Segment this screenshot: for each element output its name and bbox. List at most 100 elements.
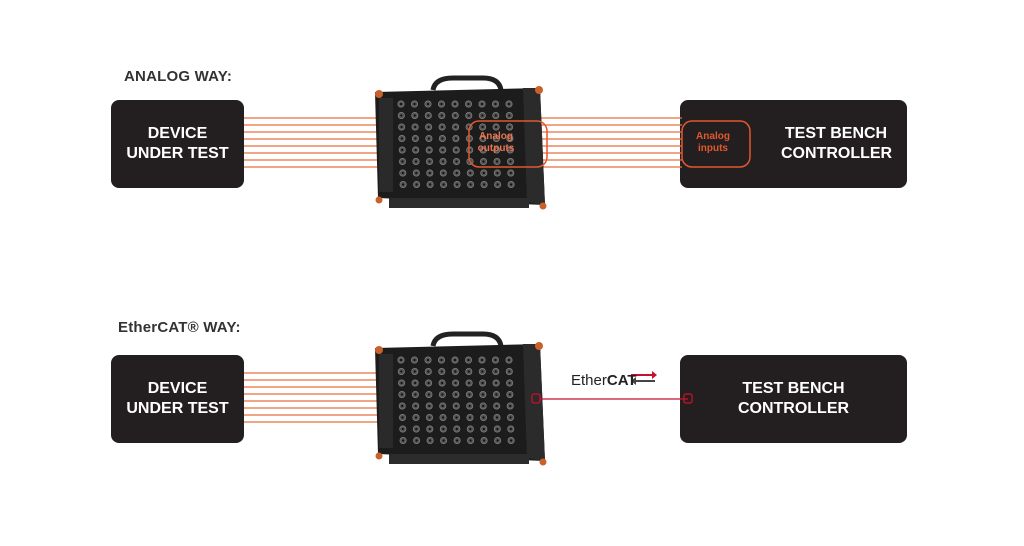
device-connector-pin	[413, 370, 416, 373]
device-connector-pin	[469, 171, 472, 175]
ethercat-port-device	[531, 393, 541, 404]
device-connector-pin	[429, 439, 432, 442]
device-connector-pin	[428, 160, 431, 163]
device-connector-pin	[414, 404, 417, 408]
device-connector-pin	[510, 439, 513, 442]
device-connector-pin	[494, 358, 497, 362]
device-corner	[375, 452, 383, 460]
device-connector-pin	[455, 404, 458, 408]
device-connector-pin	[413, 102, 416, 106]
device-connector-pin	[440, 114, 443, 117]
analog-wire-bundle-output-1	[540, 117, 682, 168]
device-connector-pin	[427, 137, 430, 140]
device-connector-pin	[481, 125, 484, 129]
device-connector-pin	[454, 381, 457, 385]
device-base	[389, 198, 529, 208]
device-connector-pin	[508, 125, 511, 129]
device-connector-pin	[481, 137, 484, 140]
device-connector-pin	[400, 393, 403, 396]
device-connector-pin	[455, 171, 458, 175]
device-connector-pin	[481, 114, 484, 117]
device-connector-pin	[401, 427, 404, 431]
analog-inputs-label: Analog inputs	[696, 131, 730, 154]
device-connector-pin	[480, 102, 484, 106]
ethercat-way-heading: EtherCAT® WAY:	[118, 319, 241, 336]
device-corner	[535, 86, 543, 94]
device-connector-pin	[426, 102, 430, 106]
data-logger-device-icon	[375, 75, 547, 210]
device-connector-pin	[441, 381, 444, 385]
device-connector-pin	[468, 416, 472, 419]
device-connector-pin	[455, 160, 458, 163]
device-corner	[535, 342, 543, 350]
device-connector-pin	[441, 393, 444, 396]
device-connector-pin	[508, 114, 511, 117]
device-connector-pin	[440, 370, 443, 373]
device-connector-pin	[442, 171, 445, 175]
device-under-test-box-ethercat: DEVICE UNDER TEST	[111, 355, 244, 443]
device-connector-pin	[441, 137, 444, 140]
device-corner	[539, 458, 547, 466]
device-connector-pin	[401, 404, 404, 408]
device-connector-pin	[507, 358, 511, 362]
device-connector-pin	[509, 171, 512, 175]
device-connector-pin	[481, 381, 484, 385]
controller-label-line1: TEST BENCH	[784, 125, 888, 142]
device-connector-pin	[401, 160, 404, 163]
device-connector-pin	[482, 171, 485, 175]
device-connector-pin	[426, 358, 430, 362]
device-connector-pin	[467, 102, 470, 106]
device-connector-pin	[427, 393, 430, 396]
device-connector-pin	[456, 183, 459, 186]
device-connector-pin	[399, 358, 403, 362]
device-connector-pin	[495, 416, 499, 419]
device-connector-pin	[496, 439, 499, 442]
device-connector-pin	[482, 160, 485, 163]
device-connector-pin	[495, 381, 498, 385]
device-connector-pin	[440, 102, 443, 106]
device-connector-pin	[415, 427, 418, 431]
device-connector-pin	[400, 370, 403, 373]
analog-way-heading: ANALOG WAY:	[124, 68, 233, 85]
device-connector-pin	[494, 102, 497, 106]
device-connector-pin	[415, 439, 418, 442]
device-connector-pin	[496, 427, 499, 431]
analog-wire-bundle-input-1	[244, 117, 380, 168]
device-connector-pin	[453, 102, 457, 106]
device-connector-pin	[495, 148, 498, 152]
device-connector-pin	[469, 427, 472, 431]
device-connector-pin	[402, 439, 405, 442]
device-connector-pin	[428, 404, 431, 408]
analog-outputs-highlight	[468, 120, 548, 168]
device-connector-pin	[442, 439, 445, 442]
device-connector-pin	[507, 102, 511, 106]
analog-inputs-highlight	[681, 120, 751, 168]
device-label-line1: DEVICE	[147, 380, 208, 397]
device-connector-pin	[402, 183, 405, 186]
device-corner	[375, 196, 383, 204]
device-connector-pin	[401, 148, 404, 152]
device-connector-pin	[468, 381, 471, 385]
device-connector-pin	[481, 393, 484, 396]
device-connector-pin	[482, 416, 485, 419]
device-connector-pin	[468, 404, 471, 408]
device-connector-pin	[442, 427, 445, 431]
device-connector-pin	[400, 381, 403, 385]
device-connector-pin	[494, 114, 497, 117]
device-connector-pin	[509, 160, 512, 163]
device-connector-pin	[415, 171, 418, 175]
device-side-panel	[523, 88, 545, 205]
device-connector-pin	[453, 358, 457, 362]
device-connector-pin	[494, 370, 497, 373]
device-connector-pin	[427, 370, 430, 373]
device-connector-pin	[428, 171, 431, 175]
device-connector-pin	[454, 114, 457, 117]
device-connector-pin	[401, 171, 404, 175]
device-connector-pin	[441, 125, 444, 129]
controller-label-line1: TEST BENCH	[742, 380, 845, 397]
device-connector-pin	[400, 125, 403, 129]
device-connector-pin	[400, 137, 403, 140]
device-connector-pin	[415, 183, 418, 186]
device-connector-pin	[414, 381, 417, 385]
analog-wire-bundle-input-2	[244, 372, 380, 423]
